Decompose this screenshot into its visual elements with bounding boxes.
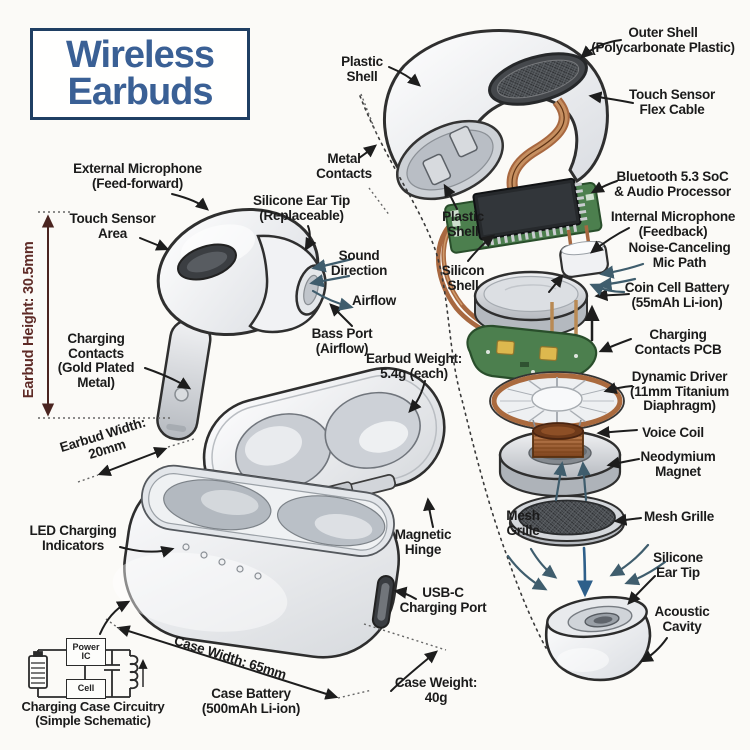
label-dynamic-driver: Dynamic Driver (11mm Titanium Diaphragm) [629,369,730,414]
label-touch-sensor-area: Touch Sensor Area [69,211,156,241]
dimension-case-battery: Case Battery (500mAh Li-ion) [201,686,301,716]
title-line1: Wireless [66,33,215,76]
label-external-microphone: External Microphone (Feed-forward) [73,161,202,191]
label-led-charging-indicators: LED Charging Indicators [29,523,117,553]
dimension-earbud-weight: Earbud Weight: 5.4g (each) [366,351,462,381]
airflow-arrow-center [577,546,593,598]
exploded-earbud-illustration [382,29,609,383]
label-plastic-shell-inner: Plastic Shell [442,209,484,239]
label-charging-case-circuitry: Charging Case Circuitry (Simple Schemati… [21,699,165,729]
schematic-cell-box: Cell [66,679,106,699]
label-silicone-ear-tip-replaceable: Silicone Ear Tip (Replaceable) [252,193,351,223]
dimension-case-weight: Case Weight: 40g [394,675,478,705]
label-silicon-shell: Silicon Shell [441,263,485,293]
shell-cavity [396,119,504,201]
label-coin-cell-battery: Coin Cell Battery (55mAh Li-ion) [624,280,730,310]
charging-case-illustration [112,366,446,659]
voice-coil-shape [532,422,584,458]
label-mesh-grille-left: Mesh Grille [506,508,540,538]
leader-arrows [99,39,668,692]
dimension-earbud-height: Earbud Height: 30.5mm [21,241,38,399]
label-internal-microphone: Internal Microphone (Feedback) [610,209,736,239]
label-silicone-ear-tip: Silicone Ear Tip [653,550,703,580]
dimension-arrows [38,93,447,700]
label-sound-direction: Sound Direction [330,248,388,278]
charging-contacts-pcb-shape [466,300,598,383]
label-magnetic-hinge: Magnetic Hinge [394,527,452,557]
capacitor-symbol [104,650,120,697]
label-charging-contacts-gold: Charging Contacts (Gold Plated Metal) [57,331,135,390]
label-plastic-shell-top: Plastic Shell [341,54,383,84]
label-mesh-grille-right: Mesh Grille [643,509,715,524]
label-noise-canceling-mic-path: Noise-Canceling Mic Path [628,240,731,270]
label-metal-contacts: Metal Contacts [316,151,372,181]
driver-stack-illustration [489,371,652,682]
label-touch-sensor-flex-cable: Touch Sensor Flex Cable [628,87,715,117]
label-acoustic-cavity: Acoustic Cavity [654,604,710,634]
divider-dashed-line [359,95,547,649]
inductor-symbol [129,650,139,697]
ear-tip-cup [545,595,652,682]
label-neodymium-magnet: Neodymium Magnet [640,449,716,479]
shell-mesh-oval [488,52,588,106]
driver-dome [531,386,583,412]
title-box: Wireless Earbuds [30,28,250,120]
mesh-grille-disc [508,495,626,547]
label-usb-c-charging-port: USB-C Charging Port [399,585,487,615]
led-indicator-dots [182,543,262,580]
title-line2: Earbuds [67,71,213,113]
label-bluetooth-soc: Bluetooth 5.3 SoC & Audio Processor [614,169,731,199]
label-airflow: Airflow [352,293,396,308]
label-charging-contacts-pcb: Charging Contacts PCB [634,327,722,357]
schematic-power-ic-box: Power IC [66,638,106,666]
label-bass-port: Bass Port (Airflow) [311,326,373,356]
label-voice-coil: Voice Coil [642,425,704,440]
label-outer-shell: Outer Shell (Polycarbonate Plastic) [591,25,735,55]
airflow-arrows [309,257,667,591]
